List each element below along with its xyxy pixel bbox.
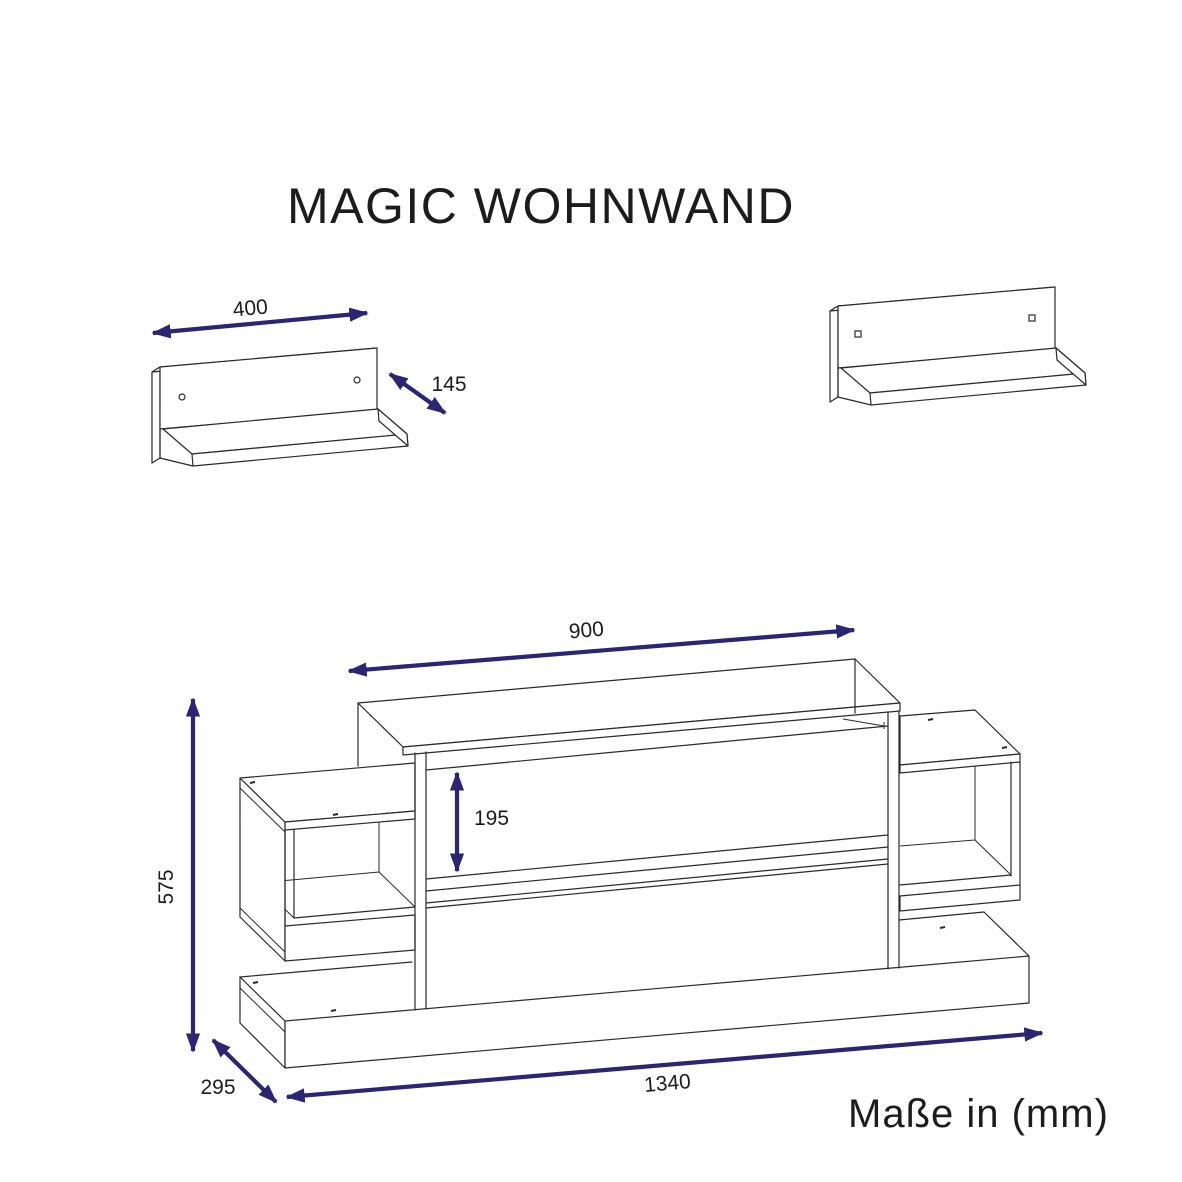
mounting-hole	[854, 330, 862, 338]
screw-mark	[927, 718, 934, 721]
lower-compartment-top-edge	[425, 863, 889, 909]
inner-back-bottom-edge	[899, 839, 976, 847]
dim-label-total-height: 575	[155, 869, 178, 904]
shelf-back-panel-side-edge	[829, 305, 839, 403]
left-open-compartment	[239, 762, 416, 962]
shelf-board-side	[377, 408, 409, 447]
screw-mark	[252, 981, 259, 984]
dimension-arrows	[151, 307, 1044, 1104]
middle-shelf-back-edge	[425, 834, 889, 880]
middle-shelf-front-edge	[425, 846, 889, 892]
dim-arrow-total-width	[285, 1027, 1044, 1103]
center-cabinet	[357, 658, 901, 1011]
wall-shelf-left	[151, 347, 409, 467]
screw-mark	[1001, 746, 1008, 749]
platform-side-board-line	[239, 987, 286, 1033]
right-open-compartment	[899, 709, 1021, 912]
screw-mark	[249, 781, 256, 784]
shelf-underside-edge	[837, 396, 872, 406]
shelf-back-panel-side-edge	[151, 366, 161, 464]
inner-bottom-right-edge	[378, 871, 416, 908]
units-note: Maße in (mm)	[848, 1092, 1109, 1136]
inner-bottom-right-edge	[974, 839, 1012, 876]
platform-top-back-edge	[898, 911, 985, 921]
platform-top-right-edge	[983, 911, 1030, 957]
platform-front	[284, 955, 1030, 1069]
dim-label-shelf-depth: 145	[431, 373, 466, 396]
dim-label-base-depth: 295	[200, 1076, 235, 1099]
dim-label-shelf-width: 400	[232, 295, 269, 321]
dim-arrow-top-width	[347, 624, 856, 677]
dim-label-total-width: 1340	[643, 1070, 692, 1097]
tv-unit	[239, 658, 1030, 1069]
screw-mark	[330, 1009, 337, 1012]
shelf-underside-edge	[159, 457, 194, 467]
mounting-hole	[178, 393, 186, 401]
shelf-board-side	[1055, 347, 1087, 386]
middle-shelf-bottom-edge	[425, 858, 889, 904]
shelf-support-mark	[842, 718, 885, 727]
mounting-hole	[1028, 314, 1036, 322]
inner-bottom-front-edge	[899, 874, 1012, 886]
dim-label-compartment-height: 195	[474, 807, 509, 830]
platform-top-back-edge	[239, 961, 413, 978]
dim-arrow-shelf-depth	[388, 372, 447, 415]
upper-compartment-top-edge	[425, 725, 889, 771]
screw-marks	[249, 718, 1008, 1012]
platform-left-side	[239, 976, 286, 1069]
compartment-bottom-board-front	[899, 884, 1021, 912]
wall-shelf-right	[829, 286, 1087, 406]
cabinet-top-board-front	[402, 702, 901, 756]
screw-mark	[332, 813, 339, 816]
inner-bottom-front-edge	[293, 906, 416, 919]
drawing-title: MAGIC WOHNWAND	[287, 178, 795, 234]
mounting-hole	[353, 376, 361, 384]
side-board-line	[239, 787, 286, 833]
dim-label-top-width: 900	[568, 618, 605, 644]
dim-arrow-shelf-width	[151, 307, 369, 339]
side-bottom-board-line	[239, 907, 286, 953]
compartment-bottom-board-front	[284, 914, 416, 962]
dim-arrow-base-depth	[211, 1038, 278, 1104]
screw-mark	[939, 926, 946, 929]
